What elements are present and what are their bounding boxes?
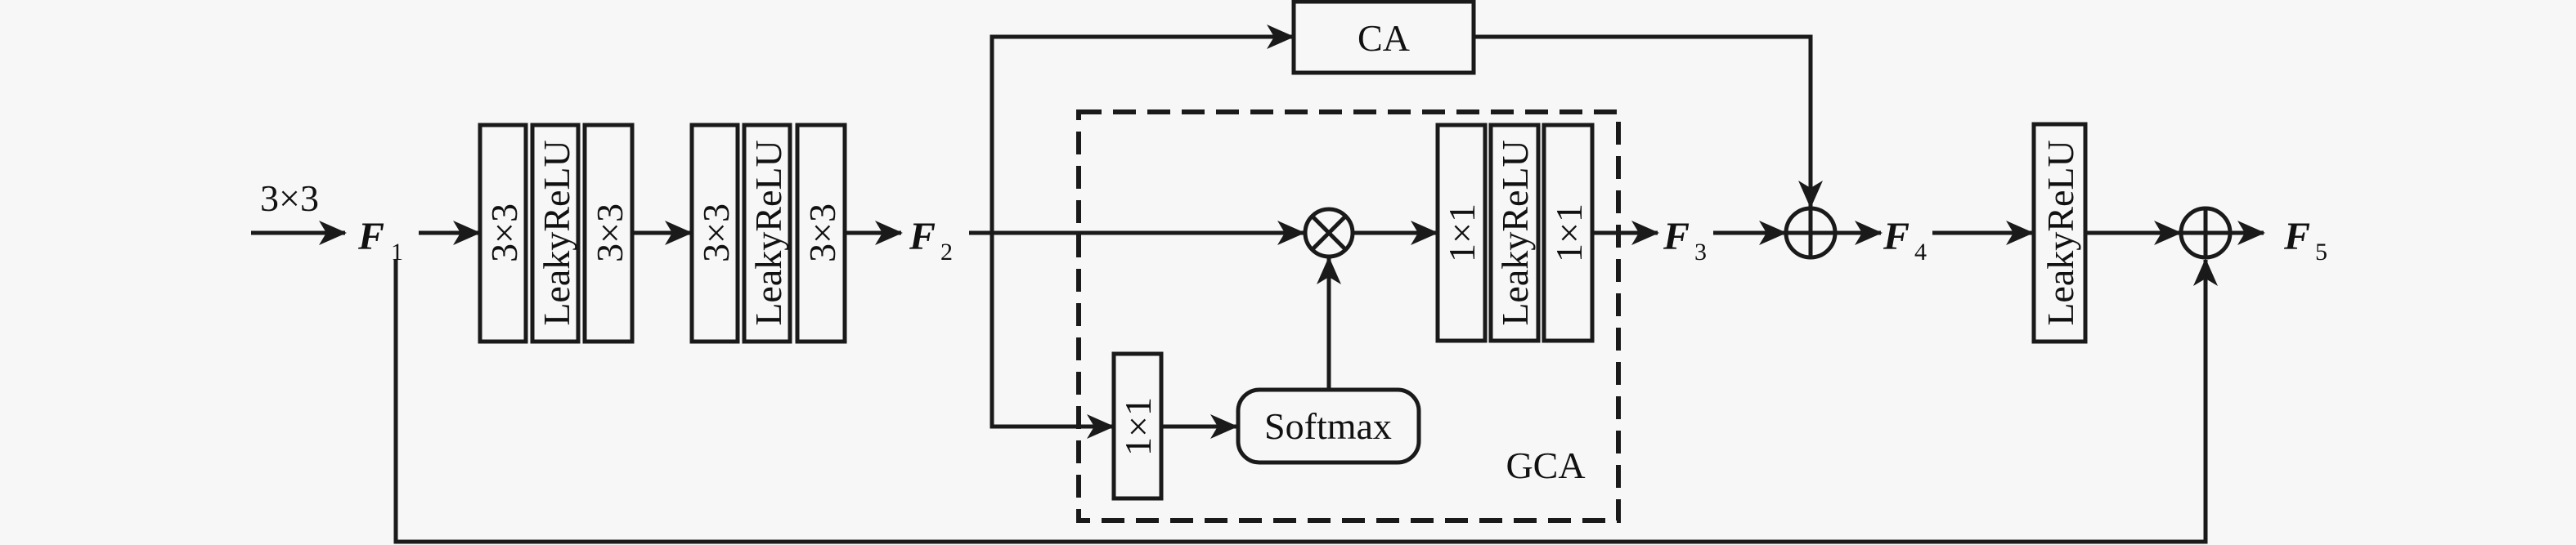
block2-leakyrelu [742, 123, 792, 344]
gca-block-leakyrelu-label: LeakyReLU [1494, 140, 1536, 325]
post-leakyrelu-box [2031, 122, 2088, 344]
block1-conv-b [582, 123, 635, 344]
gca-block-leakyrelu [1488, 123, 1541, 343]
conv-block-1: 3×3 LeakyReLU 3×3 [478, 123, 635, 344]
block2-conv-a-label: 3×3 [695, 203, 737, 262]
svg-text:F: F [1883, 215, 1910, 258]
gca-block-conv-a [1435, 123, 1488, 343]
block1-conv-b-label: 3×3 [589, 203, 631, 262]
feature-f1: F 1 [357, 215, 403, 266]
svg-text:2: 2 [940, 239, 953, 266]
gca-conv-in [1111, 351, 1164, 501]
softmax-label: Softmax [1264, 405, 1392, 447]
block2-conv-a [689, 123, 740, 344]
gca-label: GCA [1506, 444, 1585, 486]
block1-conv-a [478, 123, 528, 344]
feature-f2: F 2 [909, 215, 953, 266]
feature-f4: F 4 [1883, 215, 1927, 266]
feature-f3: F 3 [1663, 215, 1707, 266]
gca-block-conv-b [1542, 123, 1595, 343]
svg-text:5: 5 [2315, 239, 2327, 266]
svg-text:F: F [2283, 215, 2310, 258]
block2-conv-b [795, 123, 847, 344]
skip-connection-f1-to-add [393, 258, 2218, 544]
svg-text:3: 3 [1694, 239, 1707, 266]
ca-box [1291, 0, 1476, 75]
svg-text:F: F [357, 215, 384, 258]
multiply-operator [1303, 207, 1355, 259]
post-leakyrelu-label: LeakyReLU [2040, 140, 2081, 325]
gca-block-conv-a-label: 1×1 [1441, 203, 1483, 262]
block2-conv-b-label: 3×3 [801, 203, 843, 262]
block1-leakyrelu-label: LeakyReLU [536, 140, 577, 325]
add-operator-1 [1784, 206, 1838, 260]
svg-text:F: F [1663, 215, 1690, 258]
block1-conv-a-label: 3×3 [483, 203, 525, 262]
input-kernel-label: 3×3 [260, 177, 319, 219]
svg-text:4: 4 [1914, 239, 1927, 266]
conv-block-2: 3×3 LeakyReLU 3×3 [689, 123, 847, 344]
svg-text:F: F [909, 215, 936, 258]
svg-text:1: 1 [391, 239, 403, 266]
feature-f5: F 5 [2283, 215, 2327, 266]
gca-block-conv-b-label: 1×1 [1548, 203, 1590, 262]
gca-dashed-boundary [1076, 109, 1621, 523]
block1-leakyrelu [530, 123, 581, 344]
gca-conv-block: 1×1 LeakyReLU 1×1 [1435, 123, 1595, 343]
block2-leakyrelu-label: LeakyReLU [747, 140, 789, 325]
arrow-ca-to-add [1474, 34, 1823, 208]
add-operator-2 [2179, 206, 2233, 260]
gca-conv-in-label: 1×1 [1117, 397, 1159, 456]
ca-label: CA [1358, 17, 1410, 59]
